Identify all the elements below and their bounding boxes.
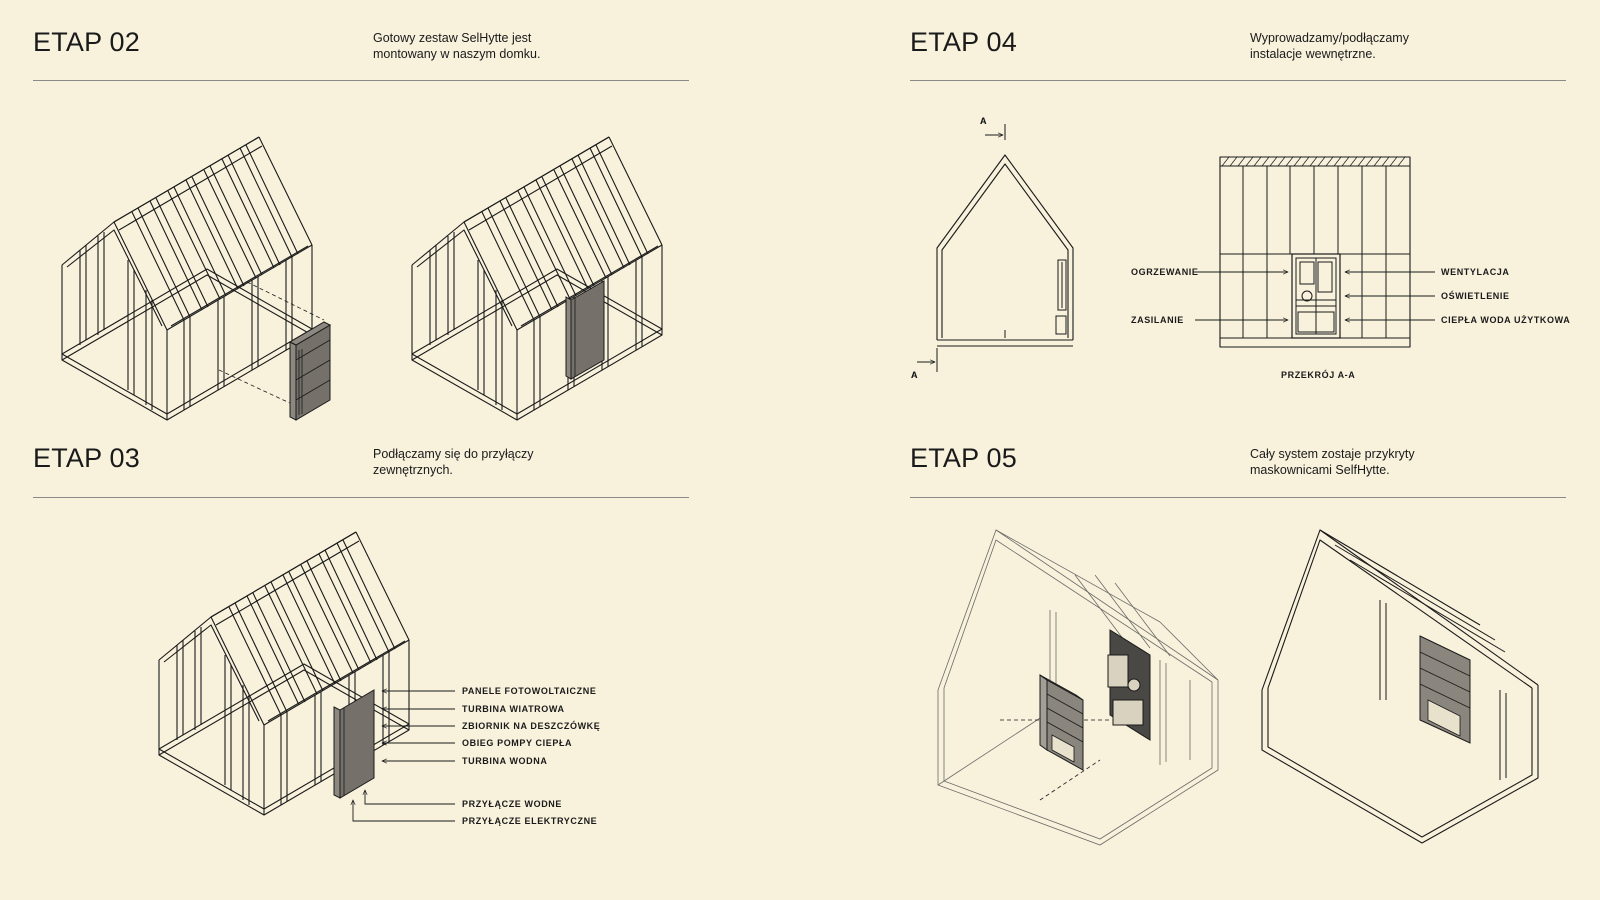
etap02-house-exploded: [61, 136, 325, 421]
etap05-desc-line-1: Cały system zostaje przykryty: [1250, 447, 1415, 461]
etap05-description: Cały system zostaje przykryty maskownica…: [1250, 446, 1480, 478]
etap04-section-mark-top: A: [980, 116, 987, 126]
etap02-description: Gotowy zestaw SelHytte jest montowany w …: [373, 30, 603, 62]
etap05-cover-panel-mounted: [1419, 635, 1471, 744]
etap05-divider: [910, 497, 1566, 498]
etap03-label-przylacze-elektryczne: PRZYŁĄCZE ELEKTRYCZNE: [462, 816, 597, 826]
etap03-label-panele: PANELE FOTOWOLTAICZNE: [462, 686, 596, 696]
etap04-section-caption: PRZEKRÓJ A-A: [1281, 369, 1355, 380]
etap05-house-covered: [1261, 529, 1539, 844]
etap03-module: [333, 689, 375, 799]
etap05-installation-wall: [1107, 629, 1151, 741]
etap02-title: ETAP 02: [33, 27, 140, 57]
svg-text:A: A: [911, 370, 918, 380]
etap02-module-detached: [288, 321, 332, 421]
etap05-house-open: [937, 529, 1219, 846]
etap03-label-zbiornik: ZBIORNIK NA DESZCZÓWKĘ: [462, 720, 600, 731]
svg-text:A: A: [980, 116, 987, 126]
etap04-divider: [910, 80, 1566, 81]
etap04-label-wentylacja: WENTYLACJA: [1441, 267, 1510, 277]
etap02-house-mounted: [411, 136, 663, 421]
etap04-label-ogrzewanie: OGRZEWANIE: [1131, 267, 1199, 277]
etap05-cover-panel-detached: [1039, 674, 1084, 771]
etap03-label-turbina-wiatrowa: TURBINA WIATROWA: [462, 704, 565, 714]
etap03-description: Podłączamy się do przyłączy zewnętrznych…: [373, 446, 603, 478]
etap04-desc-line-2: instalacje wewnętrzne.: [1250, 47, 1376, 61]
etap04-label-oswietlenie: OŚWIETLENIE: [1441, 290, 1510, 301]
etap03-label-obieg-pompy: OBIEG POMPY CIEPŁA: [462, 738, 572, 748]
etap03-callouts: [353, 691, 455, 822]
etap04-description: Wyprowadzamy/podłączamy instalacje wewnę…: [1250, 30, 1480, 62]
etap03-desc-line-1: Podłączamy się do przyłączy: [373, 447, 534, 461]
etap04-title: ETAP 04: [910, 27, 1017, 57]
etap04-elevation: [1195, 156, 1435, 348]
etap03-title: ETAP 03: [33, 443, 140, 473]
etap04-section-side: A A: [911, 116, 1074, 380]
etap05-desc-line-2: maskownicami SelfHytte.: [1250, 463, 1390, 477]
etap03-desc-line-2: zewnętrznych.: [373, 463, 453, 477]
etap03-divider: [33, 497, 689, 498]
etap04-section-mark-bottom: A: [911, 370, 918, 380]
etap04-label-ciepla-woda: CIEPŁA WODA UŻYTKOWA: [1441, 315, 1570, 325]
etap03-label-przylacze-wodne: PRZYŁĄCZE WODNE: [462, 799, 562, 809]
etap02-desc-line-2: montowany w naszym domku.: [373, 47, 541, 61]
etap04-desc-line-1: Wyprowadzamy/podłączamy: [1250, 31, 1409, 45]
etap03-label-turbina-wodna: TURBINA WODNA: [462, 756, 547, 766]
etap02-desc-line-1: Gotowy zestaw SelHytte jest: [373, 31, 532, 45]
etap04-label-zasilanie: ZASILANIE: [1131, 315, 1184, 325]
etap02-divider: [33, 80, 689, 81]
etap02-module-mounted: [565, 280, 605, 380]
etap05-title: ETAP 05: [910, 443, 1017, 473]
